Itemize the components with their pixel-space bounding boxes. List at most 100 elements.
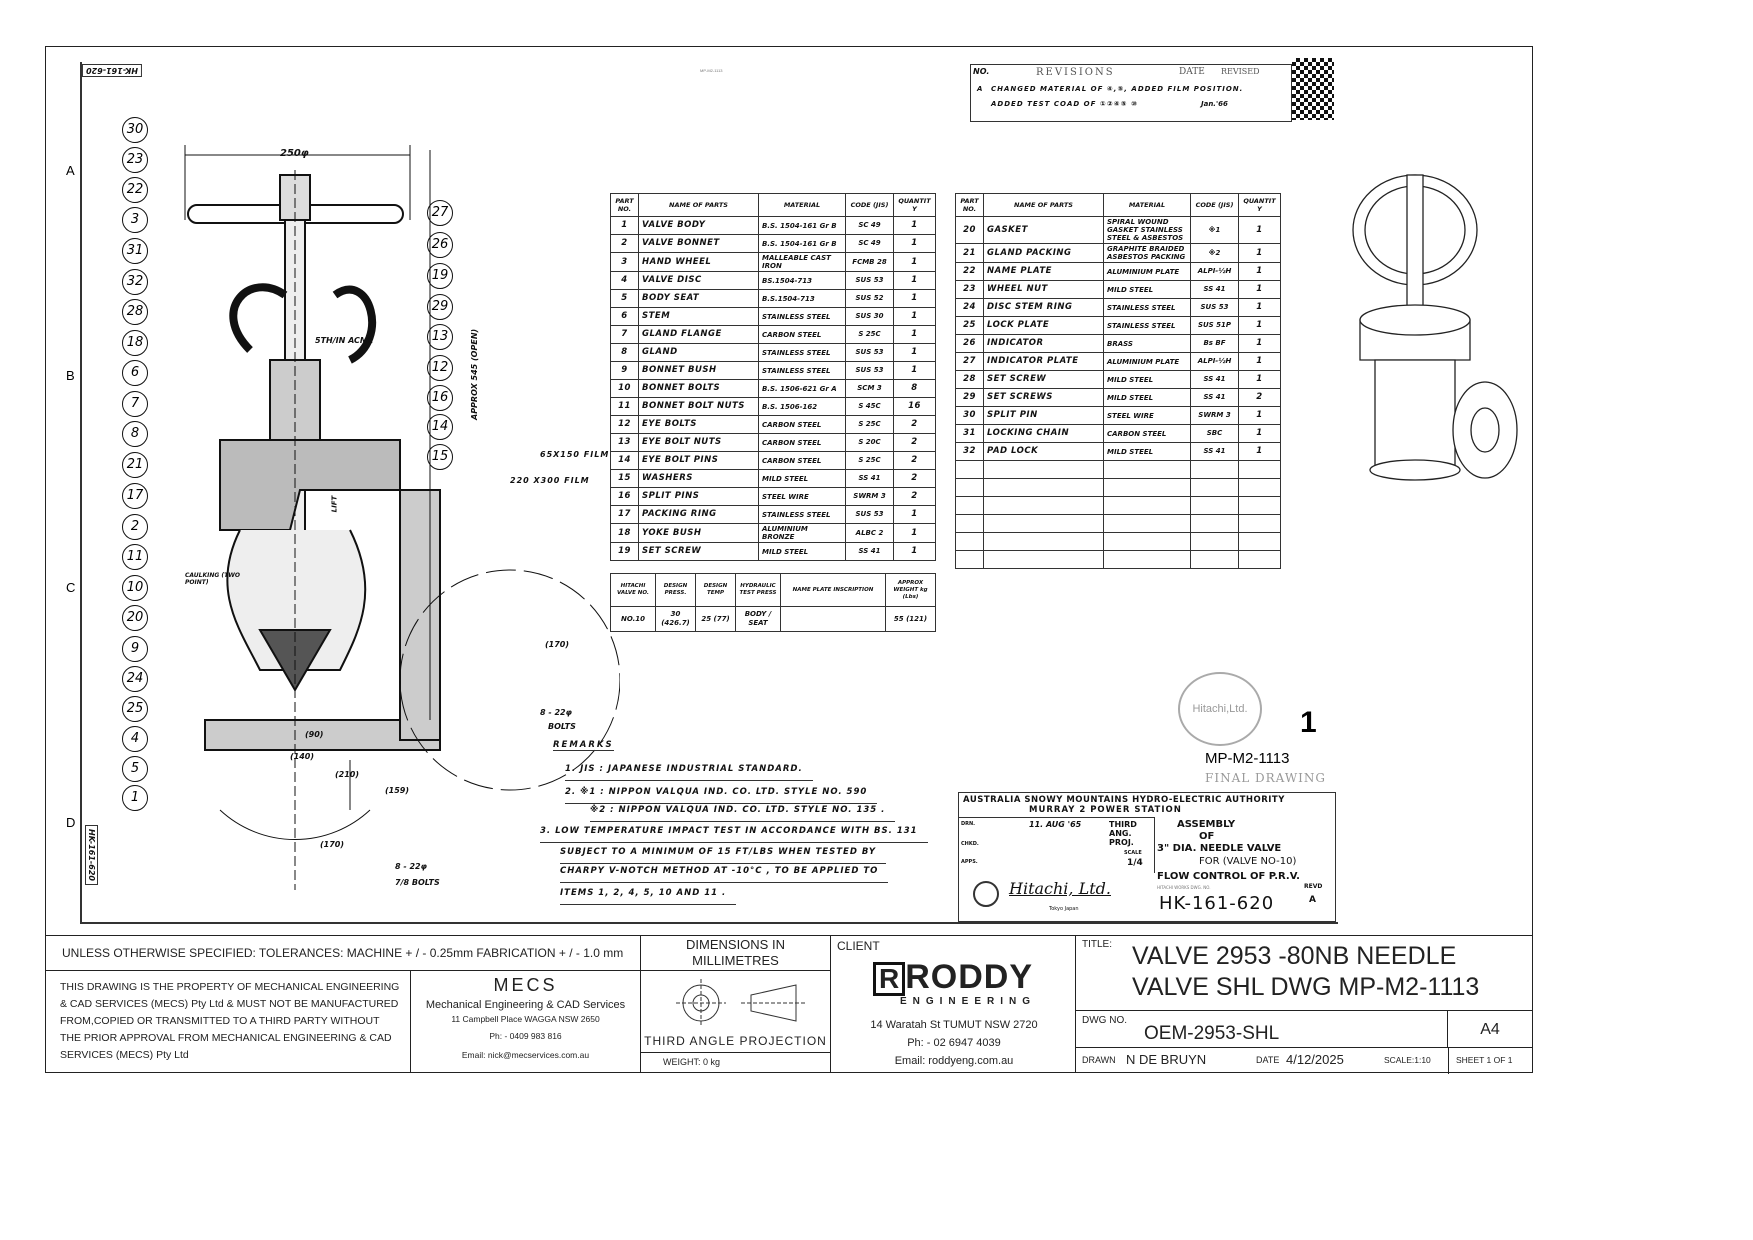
dim-handwheel-width: 250φ (280, 148, 309, 159)
quantity: 1 (1238, 262, 1281, 281)
part-no: 22 (955, 262, 984, 281)
mecs-name: Mechanical Engineering & CAD Services (425, 999, 626, 1011)
empty-cell (1238, 478, 1281, 497)
material: STEEL WIRE (758, 487, 846, 506)
zone-b: B (66, 368, 75, 383)
empty-cell (1103, 478, 1191, 497)
quantity: 1 (893, 523, 936, 543)
empty-cell (955, 532, 984, 551)
dim-170b: (170) (545, 640, 570, 649)
mecs-phone: Ph: - 0409 983 816 (489, 1031, 562, 1041)
divider (1448, 1048, 1449, 1074)
column-header: MATERIAL (758, 193, 846, 217)
quantity: 1 (1238, 216, 1281, 244)
part-name: HAND WHEEL (638, 252, 759, 272)
remark-line: 2. ※1 : NIPPON VALQUA IND. CO. LTD. STYL… (565, 787, 878, 804)
authority: AUSTRALIA SNOWY MOUNTAINS HYDRO-ELECTRIC… (963, 795, 1285, 805)
empty-row (955, 550, 1281, 569)
dimensions-cell: DIMENSIONS IN MILLIMETRES (640, 935, 831, 971)
quantity: 2 (893, 415, 936, 434)
bolts-label-1b: BOLTS (548, 722, 576, 731)
part-name: SPLIT PIN (983, 406, 1104, 425)
spec-cell: 30 (426.7) (655, 606, 696, 632)
part-name: SET SCREW (983, 370, 1104, 389)
part-no: 24 (955, 298, 984, 317)
material: ALUMINIUM PLATE (1103, 262, 1191, 281)
part-balloon: 30 (122, 117, 148, 143)
mecs-logo: MECS (493, 975, 558, 995)
mecs-email: Email: nick@mecservices.com.au (461, 1050, 590, 1060)
material: CARBON STEEL (758, 451, 846, 470)
part-no: 12 (610, 415, 639, 434)
part-no: 17 (610, 505, 639, 524)
part-name: NAME PLATE (983, 262, 1104, 281)
part-no: 7 (610, 325, 639, 344)
empty-row (955, 496, 1281, 515)
jis-code: S 25C (845, 325, 894, 344)
part-balloon: 25 (122, 696, 148, 722)
quantity: 16 (893, 397, 936, 416)
part-name: SET SCREWS (983, 388, 1104, 407)
material: STAINLESS STEEL (1103, 298, 1191, 317)
empty-cell (983, 460, 1104, 479)
part-name: BONNET BOLTS (638, 379, 759, 398)
jis-code: SUS 53 (845, 271, 894, 290)
part-name: BONNET BOLT NUTS (638, 397, 759, 416)
column-header: APPROX WEIGHT kg (Lbs) (885, 573, 936, 607)
part-no: 14 (610, 451, 639, 470)
apps-label: APPS. (961, 859, 978, 865)
jis-code: SS 41 (845, 542, 894, 561)
empty-cell (983, 496, 1104, 515)
part-balloon: 17 (122, 483, 148, 509)
client-address: 14 Waratah St TUMUT NSW 2720 (870, 1019, 1038, 1031)
part-no: 6 (610, 307, 639, 326)
quantity: 1 (893, 289, 936, 308)
spec-cell (780, 606, 886, 632)
drn-label: DRN. (961, 821, 976, 827)
column-header: PART NO. (955, 193, 984, 217)
part-balloon: 24 (122, 666, 148, 692)
jis-code: S 25C (845, 451, 894, 470)
jis-code: S 20C (845, 433, 894, 452)
part-no: 10 (610, 379, 639, 398)
remark-line: CHARPY V-NOTCH METHOD AT -10°C , TO BE A… (560, 866, 889, 883)
qr-code (1292, 58, 1334, 120)
quantity: 2 (893, 433, 936, 452)
lift-label: LIFT (330, 495, 339, 513)
part-no: 13 (610, 433, 639, 452)
part-no: 23 (955, 280, 984, 299)
part-name: VALVE DISC (638, 271, 759, 290)
part-balloon: 27 (427, 200, 453, 226)
empty-cell (983, 532, 1104, 551)
material: CARBON STEEL (1103, 424, 1191, 443)
part-balloon: 20 (122, 605, 148, 631)
part-name: VALVE BODY (638, 216, 759, 235)
material: CARBON STEEL (758, 415, 846, 434)
quantity: 1 (1238, 316, 1281, 335)
part-no: 16 (610, 487, 639, 506)
part-name: SET SCREW (638, 542, 759, 561)
weight-cell: WEIGHT: 0 kg (640, 1052, 831, 1073)
part-name: EYE BOLTS (638, 415, 759, 434)
material: GRAPHITE BRAIDED ASBESTOS PACKING (1103, 243, 1191, 263)
empty-cell (955, 460, 984, 479)
revd-label: REVD (1304, 883, 1323, 890)
empty-cell (1190, 514, 1239, 533)
empty-cell (983, 514, 1104, 533)
jis-code: SC 49 (845, 216, 894, 235)
spec-cell: BODY / SEAT (735, 606, 781, 632)
dim-140: (140) (290, 752, 315, 761)
dimensions-note: DIMENSIONS IN MILLIMETRES (686, 937, 785, 968)
hitachi-stamp: Hitachi,Ltd. (1178, 672, 1262, 746)
column-header: DESIGN TEMP (695, 573, 736, 607)
part-balloon: 21 (122, 452, 148, 478)
part-balloon: 8 (122, 421, 148, 447)
